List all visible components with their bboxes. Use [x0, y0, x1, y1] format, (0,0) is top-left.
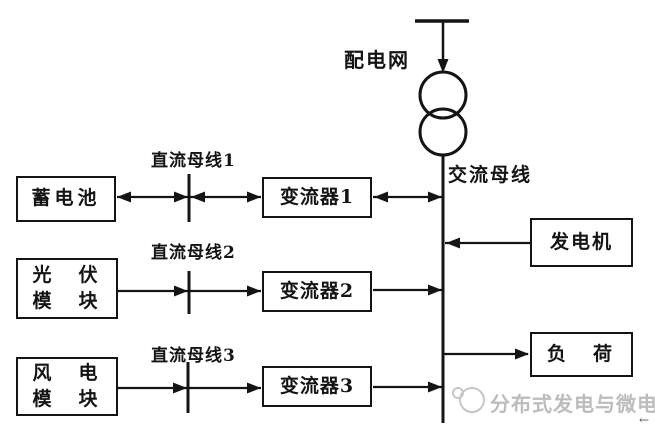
dc-bus3-label: 直流母线3 [151, 346, 236, 366]
paragraph-return-mark: ← [639, 413, 650, 427]
grid-symbol-icon [415, 19, 469, 62]
watermark-text: 分布式发电与微电网 [490, 392, 655, 416]
generator-box: 发电机 [530, 218, 633, 267]
converter2-box: 变流器2 [262, 271, 372, 312]
grid-label: 配电网 [344, 48, 410, 72]
arrowheads [117, 59, 529, 394]
pv-module-box: 光 伏 模 块 [16, 258, 118, 319]
load-box: 负 荷 [530, 332, 633, 377]
wind-module-label-line2: 模 块 [32, 387, 102, 410]
pv-module-label-line2: 模 块 [32, 289, 102, 312]
dc-bus1-label: 直流母线1 [151, 151, 236, 171]
converter1-box: 变流器1 [262, 177, 372, 218]
ac-bus-label: 交流母线 [448, 164, 533, 186]
pv-module-label-line1: 光 伏 [32, 263, 102, 286]
wind-module-box: 风 电 模 块 [16, 357, 118, 416]
battery-box: 蓄电池 [16, 176, 116, 222]
converter3-box: 变流器3 [262, 366, 372, 407]
watermark-logo-icon [452, 387, 485, 413]
transformer-icon [418, 70, 468, 157]
dc-bus2-label: 直流母线2 [151, 243, 236, 263]
wind-module-label-line1: 风 电 [32, 361, 102, 384]
